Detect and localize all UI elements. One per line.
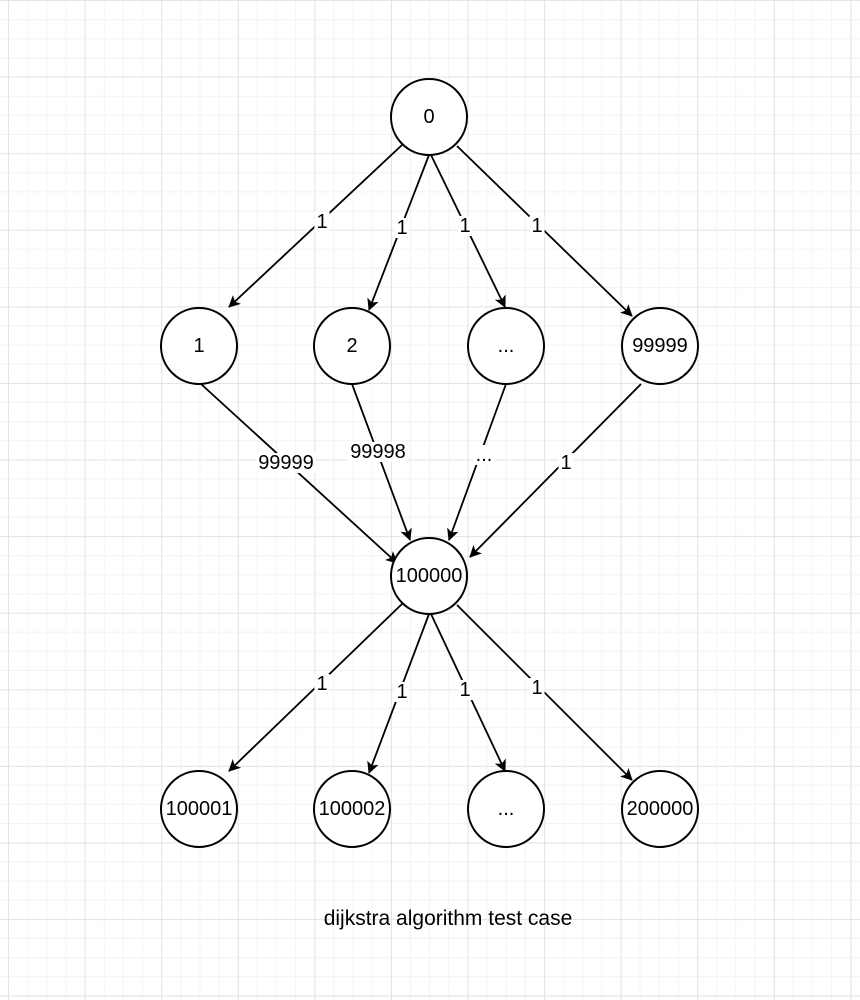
node-circle [390, 78, 468, 156]
node-label: 1 [193, 335, 204, 357]
edge-arrow [200, 383, 398, 564]
edge-weight-label: 99999 [256, 452, 316, 474]
edge-label-background [457, 216, 473, 236]
node-circle [160, 770, 238, 848]
node-label: 100000 [396, 565, 463, 587]
edge-weight-text: 1 [459, 215, 470, 237]
edge-weight-label: 1 [457, 679, 473, 701]
node-circle [621, 307, 699, 385]
node-label: ... [498, 335, 515, 357]
node-label: 99999 [632, 335, 688, 357]
edge-weight-text: 1 [316, 211, 327, 233]
edge-weight-label: 1 [457, 215, 473, 237]
edge-weight-text: 1 [531, 215, 542, 237]
node-n100002[interactable]: 100002 [313, 770, 391, 848]
edge-label-background [558, 453, 574, 473]
node-n100001[interactable]: 100001 [160, 770, 238, 848]
edge-weight-label: 1 [529, 677, 545, 699]
edge-weight-text: 1 [316, 673, 327, 695]
node-label: 200000 [627, 798, 694, 820]
edge-arrow [469, 383, 642, 558]
edge-weight-label: 1 [394, 681, 410, 703]
node-n200000[interactable]: 200000 [621, 770, 699, 848]
edge-weight-label: 1 [314, 673, 330, 695]
node-n99999[interactable]: 99999 [621, 307, 699, 385]
node-label: 100001 [166, 798, 233, 820]
node-label: 0 [423, 106, 434, 128]
edge-weight-text: ... [476, 444, 493, 466]
node-circle [160, 307, 238, 385]
node-circle [467, 307, 545, 385]
node-n_bot_ellipsis[interactable]: ... [467, 770, 545, 848]
edge-weight-label: 1 [314, 211, 330, 233]
edge-n99999-to-n100000 [469, 383, 642, 558]
node-n2[interactable]: 2 [313, 307, 391, 385]
node-circle [390, 537, 468, 615]
edge-weight-label: 1 [394, 217, 410, 239]
edge-label-background [348, 442, 408, 462]
edge-label-background [256, 453, 316, 473]
node-n1[interactable]: 1 [160, 307, 238, 385]
node-label: ... [498, 798, 515, 820]
node-circle [313, 770, 391, 848]
node-circle [467, 770, 545, 848]
node-n_mid_ellipsis[interactable]: ... [467, 307, 545, 385]
edge-weight-text: 1 [560, 452, 571, 474]
edge-weight-label: 1 [529, 215, 545, 237]
edge-label-background [529, 216, 545, 236]
edge-label-background [529, 678, 545, 698]
edge-weight-label: ... [473, 444, 495, 466]
edge-n1-to-n100000 [200, 383, 398, 564]
edge-label-background [394, 682, 410, 702]
edge-label-background [314, 674, 330, 694]
edge-label-background [473, 445, 495, 465]
edge-label-background [457, 680, 473, 700]
diagram-caption: dijkstra algorithm test case [323, 907, 573, 930]
node-label: 100002 [319, 798, 386, 820]
node-circle [313, 307, 391, 385]
edge-weight-text: 1 [396, 681, 407, 703]
edge-weight-text: 99998 [350, 441, 406, 463]
edge-weight-label: 1 [558, 452, 574, 474]
node-n0[interactable]: 0 [390, 78, 468, 156]
edge-weight-text: 1 [396, 217, 407, 239]
edge-weight-text: 1 [531, 677, 542, 699]
edge-weight-text: 1 [459, 679, 470, 701]
edge-weight-label: 99998 [348, 441, 408, 463]
edge-weight-text: 99999 [258, 452, 314, 474]
node-n100000[interactable]: 100000 [390, 537, 468, 615]
node-label: 2 [346, 335, 357, 357]
node-circle [621, 770, 699, 848]
edge-label-background [314, 212, 330, 232]
edge-label-background [394, 218, 410, 238]
